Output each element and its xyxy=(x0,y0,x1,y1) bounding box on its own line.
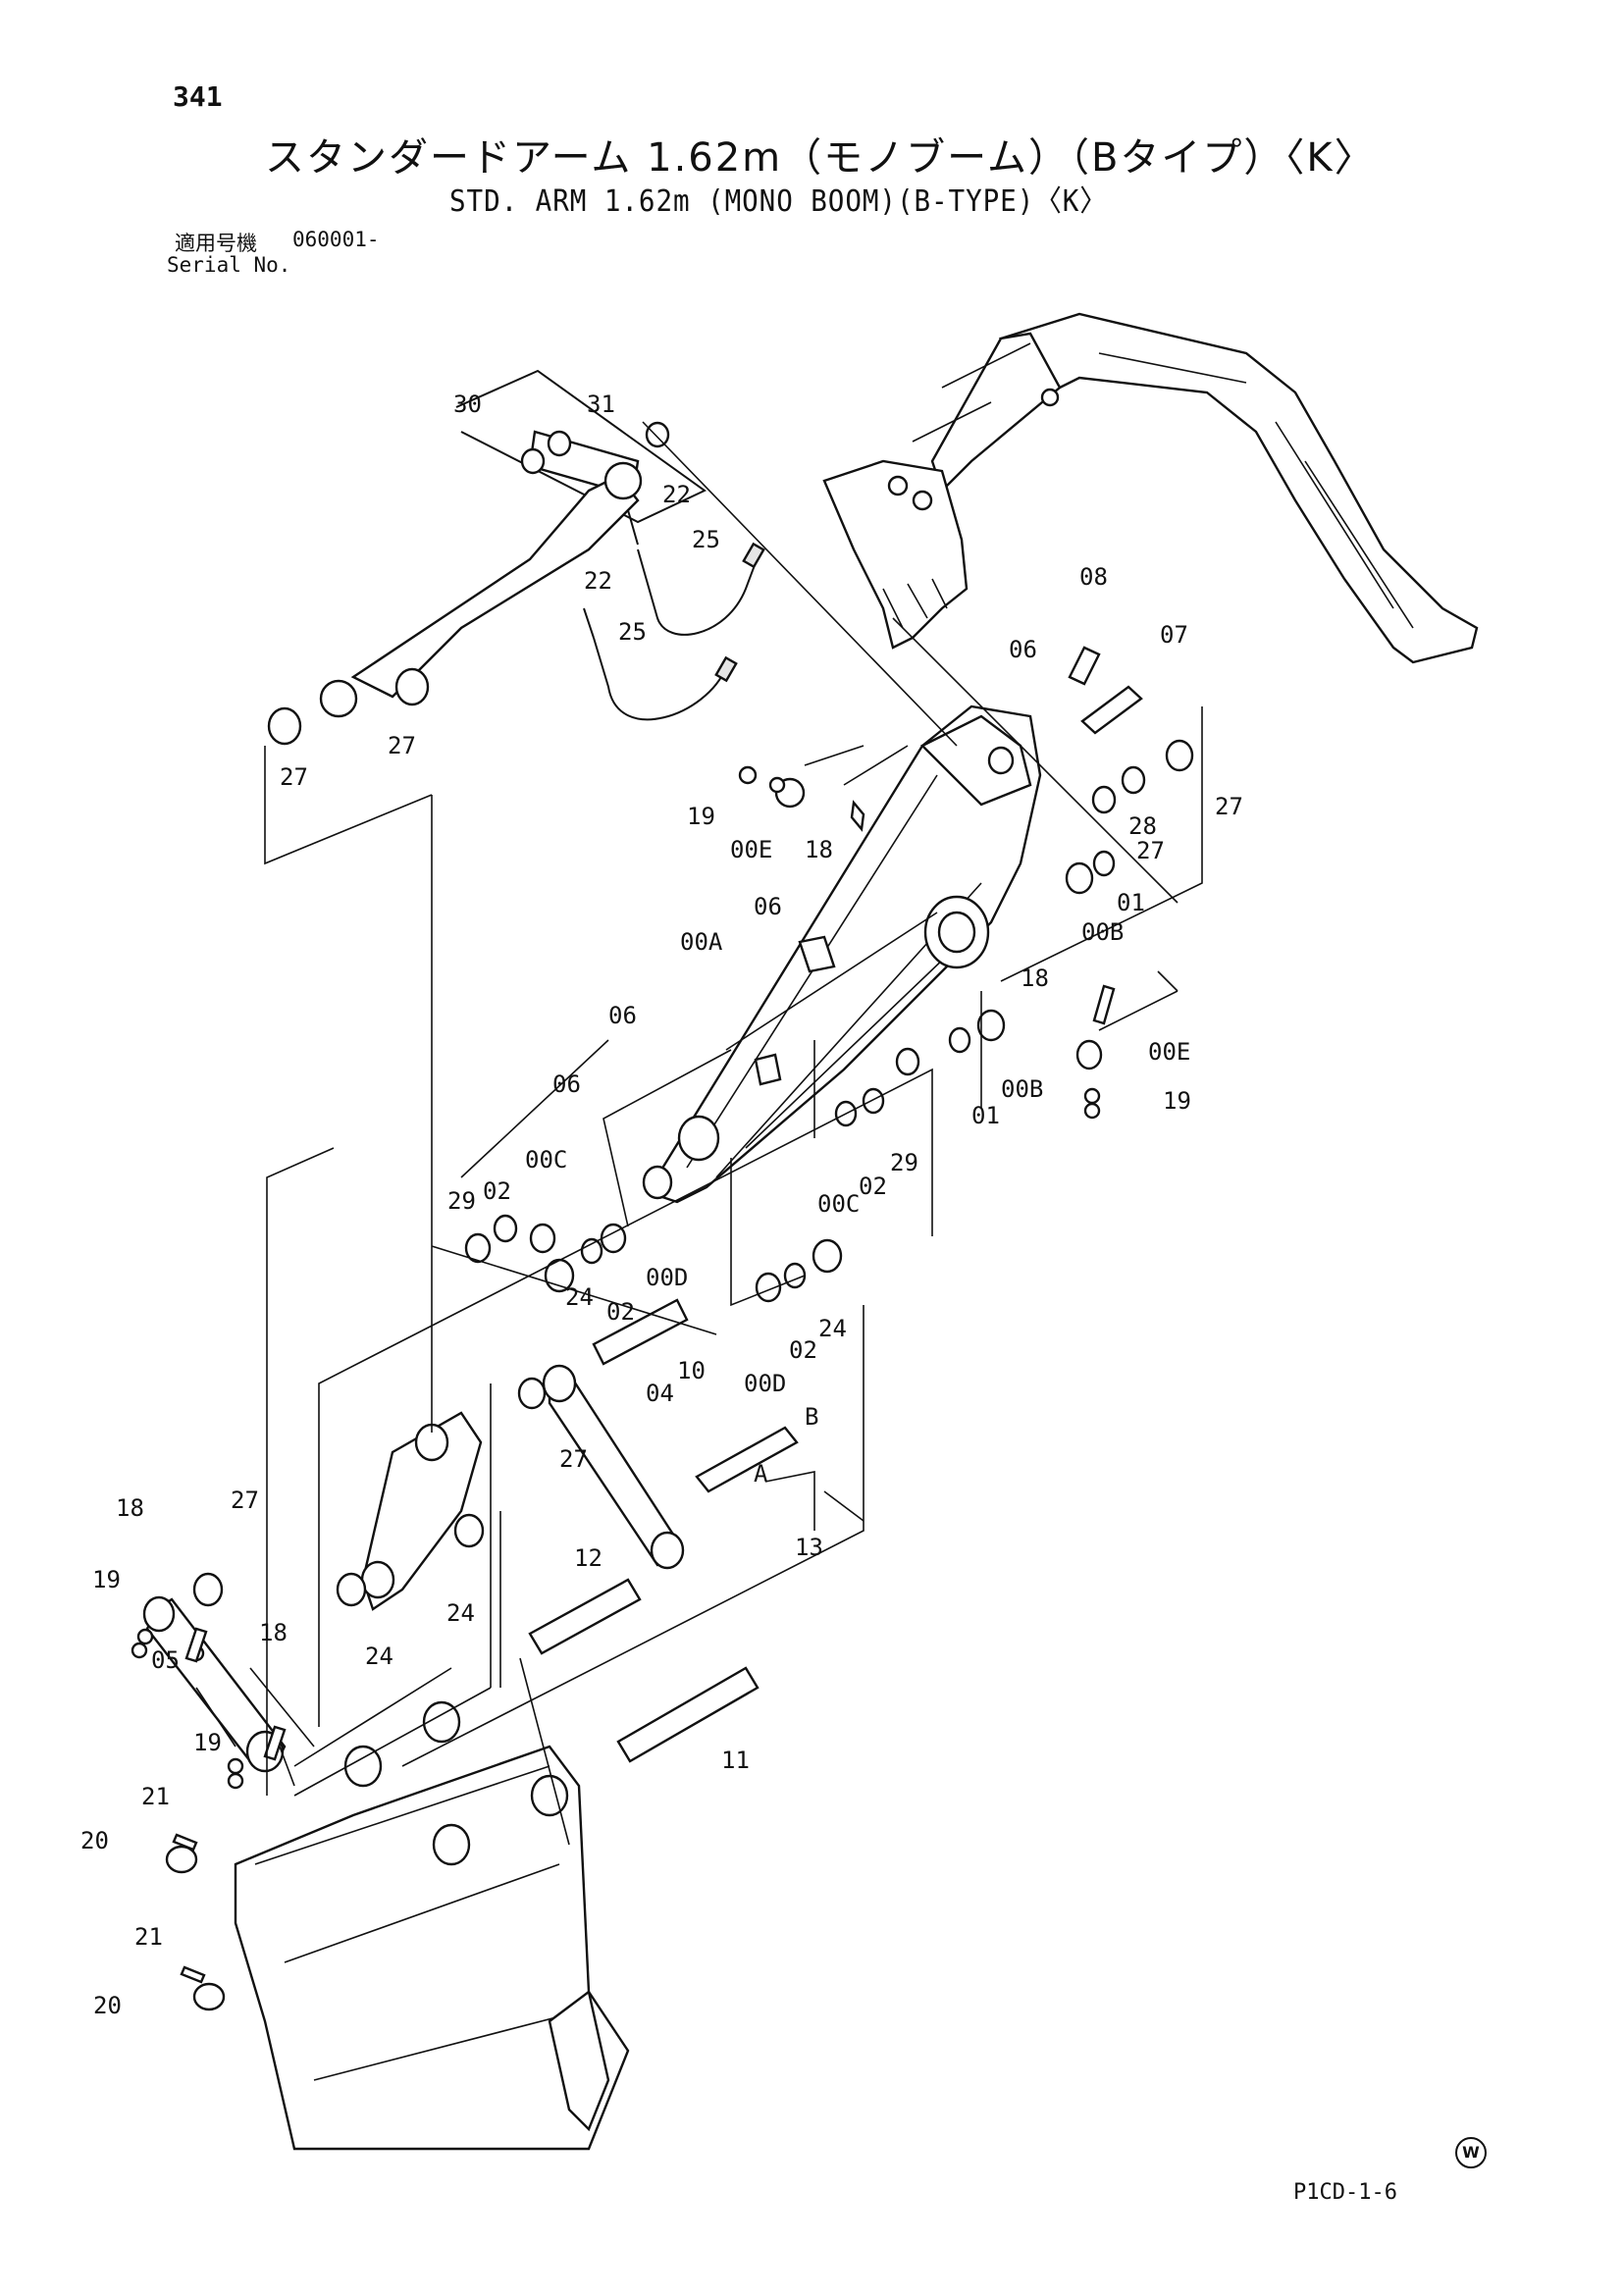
callout-label-33: 29 xyxy=(890,1149,918,1176)
callout-label-8: 08 xyxy=(1079,563,1108,591)
callout-label-37: 00D xyxy=(744,1370,786,1397)
callout-label-24: 00E xyxy=(1148,1038,1190,1066)
callout-label-47: 27 xyxy=(231,1487,259,1514)
washers-and-bushings xyxy=(131,739,1194,2011)
serial-label-english: Serial No. xyxy=(167,253,291,277)
callout-label-36: 00D xyxy=(646,1264,688,1291)
callout-label-4: 22 xyxy=(584,567,612,595)
bucket xyxy=(234,1700,630,2151)
w-mark-symbol: W xyxy=(1455,2137,1487,2168)
callout-label-20: 00A xyxy=(680,928,723,956)
callout-label-12: 28 xyxy=(1128,812,1157,840)
callout-label-57: 20 xyxy=(80,1827,109,1854)
callout-label-22: 18 xyxy=(1021,965,1049,992)
callout-label-6: 27 xyxy=(280,763,308,791)
callout-label-17: 06 xyxy=(754,893,782,920)
callout-label-31: 00C xyxy=(817,1190,860,1218)
callout-label-13: 27 xyxy=(1136,837,1165,864)
callout-label-48: 19 xyxy=(92,1566,121,1593)
page-title-japanese: スタンダードアーム 1.62m（モノブーム）（Bタイプ）〈K〉 xyxy=(265,135,1376,181)
callout-label-5: 25 xyxy=(618,618,647,646)
callout-label-28: 29 xyxy=(447,1187,476,1215)
arm-body xyxy=(642,704,1042,1204)
callout-label-29: 02 xyxy=(483,1177,511,1205)
page-title-english: STD. ARM 1.62m (MONO BOOM)(B-TYPE)〈K〉 xyxy=(449,184,1108,219)
callout-label-56: 21 xyxy=(141,1783,170,1810)
callout-label-40: 10 xyxy=(677,1357,706,1384)
callout-label-46: 18 xyxy=(116,1494,144,1522)
callout-label-7: 27 xyxy=(388,732,416,759)
callout-label-32: 02 xyxy=(859,1173,887,1200)
callout-label-44: A xyxy=(754,1460,768,1487)
link-parts xyxy=(142,1298,799,1773)
callout-label-27: 00B xyxy=(1001,1075,1043,1103)
callout-label-16: 18 xyxy=(805,836,833,863)
callout-label-45: 13 xyxy=(795,1534,823,1561)
callout-label-58: 21 xyxy=(134,1923,163,1951)
callout-label-54: 19 xyxy=(193,1729,222,1756)
callout-label-55: 11 xyxy=(721,1747,750,1774)
callout-label-52: 05 xyxy=(151,1646,180,1674)
callout-label-2: 22 xyxy=(662,481,691,508)
callout-label-34: 24 xyxy=(565,1283,594,1311)
callout-label-23: 06 xyxy=(552,1070,581,1098)
callout-label-42: 27 xyxy=(559,1445,588,1473)
callout-label-30: 00C xyxy=(525,1146,567,1174)
callout-label-53: 18 xyxy=(259,1619,288,1646)
callout-label-3: 25 xyxy=(692,526,720,553)
callout-label-11: 27 xyxy=(1215,793,1243,820)
callout-label-38: 02 xyxy=(789,1336,817,1364)
callout-label-25: 19 xyxy=(1163,1087,1191,1115)
callout-label-51: 24 xyxy=(365,1643,393,1670)
page-number: 341 xyxy=(173,80,223,113)
callout-label-9: 07 xyxy=(1160,621,1188,649)
callout-label-19: 00B xyxy=(1081,918,1124,946)
callout-label-0: 30 xyxy=(453,391,482,418)
callout-label-26: 01 xyxy=(971,1102,1000,1129)
callout-label-50: 24 xyxy=(446,1599,475,1627)
callout-label-43: B xyxy=(805,1403,818,1431)
serial-number-range: 060001- xyxy=(292,228,380,251)
leader-lines xyxy=(195,421,1203,1846)
callout-label-59: 20 xyxy=(93,1992,122,2019)
serial-label-japanese: 適用号機 xyxy=(175,232,257,255)
callout-label-15: 00E xyxy=(730,836,772,863)
callout-label-18: 01 xyxy=(1117,889,1145,916)
pins xyxy=(172,646,1143,1984)
page-reference-code: P1CD-1-6 xyxy=(1293,2180,1397,2205)
callout-label-1: 31 xyxy=(587,391,615,418)
hydraulic-hose-group xyxy=(267,369,765,746)
callout-label-41: 04 xyxy=(646,1380,674,1407)
callout-label-14: 19 xyxy=(687,803,715,830)
callout-label-10: 06 xyxy=(1009,636,1037,663)
callout-label-49: 12 xyxy=(574,1544,602,1572)
callout-label-21: 06 xyxy=(608,1002,637,1029)
callout-label-39: 24 xyxy=(818,1315,847,1342)
excavator-overview-illustration xyxy=(822,312,1479,664)
callout-label-35: 02 xyxy=(606,1298,635,1326)
